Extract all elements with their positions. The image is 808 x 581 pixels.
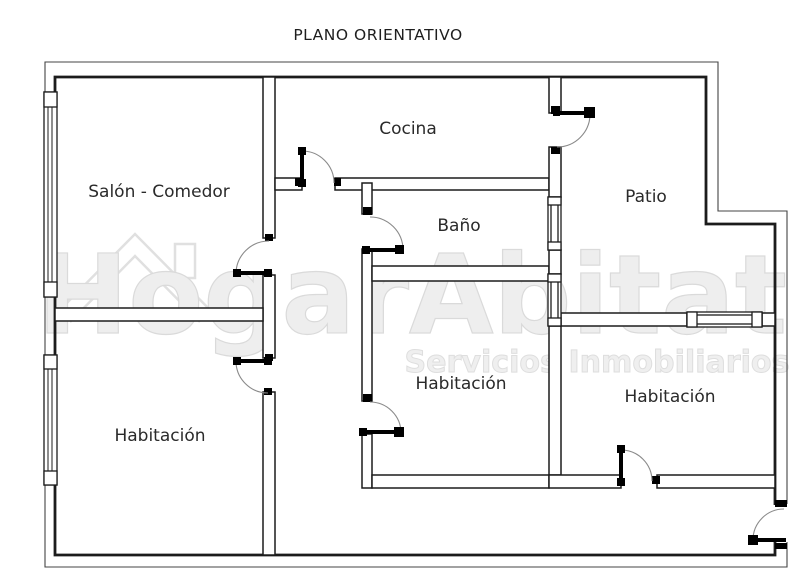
- wall-corridor-left: [371, 474, 550, 489]
- window-patio-habderecha: [686, 311, 763, 328]
- door-entrada: [748, 500, 787, 549]
- wall-patio-habder-right: [761, 312, 776, 327]
- door-habitacion-central: [359, 394, 404, 437]
- door-cocina: [295, 147, 341, 187]
- door-habitacion-inferior: [233, 354, 273, 395]
- window-salon: [43, 91, 58, 298]
- label-patio: Patio: [625, 187, 667, 207]
- wall-bano-south: [371, 265, 550, 282]
- windows: [43, 91, 763, 486]
- watermark-tagline-text: Servicios Inmobiliarios: [405, 345, 790, 380]
- plan-title: PLANO ORIENTATIVO: [293, 26, 462, 44]
- wall-hall-east-low: [361, 433, 373, 489]
- door-bano: [362, 207, 404, 254]
- door-habitacion-derecha: [617, 445, 660, 486]
- wall-patio-mid2: [548, 249, 562, 275]
- wall-hall-low: [262, 391, 276, 556]
- label-cocina: Cocina: [379, 119, 437, 139]
- interior-walls: [54, 76, 776, 556]
- wall-salon-south: [54, 307, 264, 322]
- window-habcentral-patio: [547, 273, 562, 327]
- door-cocina-patio: [551, 106, 595, 154]
- window-bano-patio: [547, 196, 562, 251]
- outer-boundary-line: [44, 61, 788, 568]
- wall-hall-east: [361, 248, 373, 402]
- inner-perimeter-wall: [53, 75, 777, 557]
- label-salon-comedor: Salón - Comedor: [88, 182, 230, 202]
- wall-salon-hall: [262, 76, 276, 239]
- room-labels: Salón - Comedor Cocina Baño Patio Habita…: [88, 119, 715, 446]
- watermark: HogarAbitat Servicios Inmobiliarios: [36, 230, 790, 380]
- wall-hall-mid: [262, 274, 276, 359]
- wall-corridor-right: [656, 474, 776, 489]
- window-habitacion-inferior: [43, 354, 58, 486]
- label-habitacion-inferior: Habitación: [114, 426, 205, 446]
- label-habitacion-central: Habitación: [415, 374, 506, 394]
- door-salon: [233, 234, 273, 277]
- doors: [233, 106, 787, 549]
- wall-patio-habder-left: [560, 312, 688, 327]
- watermark-brand-text: HogarAbitat: [37, 231, 787, 359]
- label-bano: Baño: [437, 216, 480, 236]
- perimeter-walls: [44, 61, 788, 568]
- wall-hab-divider: [548, 325, 562, 476]
- label-habitacion-derecha: Habitación: [624, 387, 715, 407]
- wall-patio-mid: [548, 146, 562, 198]
- watermark-house-icon: [47, 232, 223, 323]
- wall-corridor-mid: [548, 474, 622, 489]
